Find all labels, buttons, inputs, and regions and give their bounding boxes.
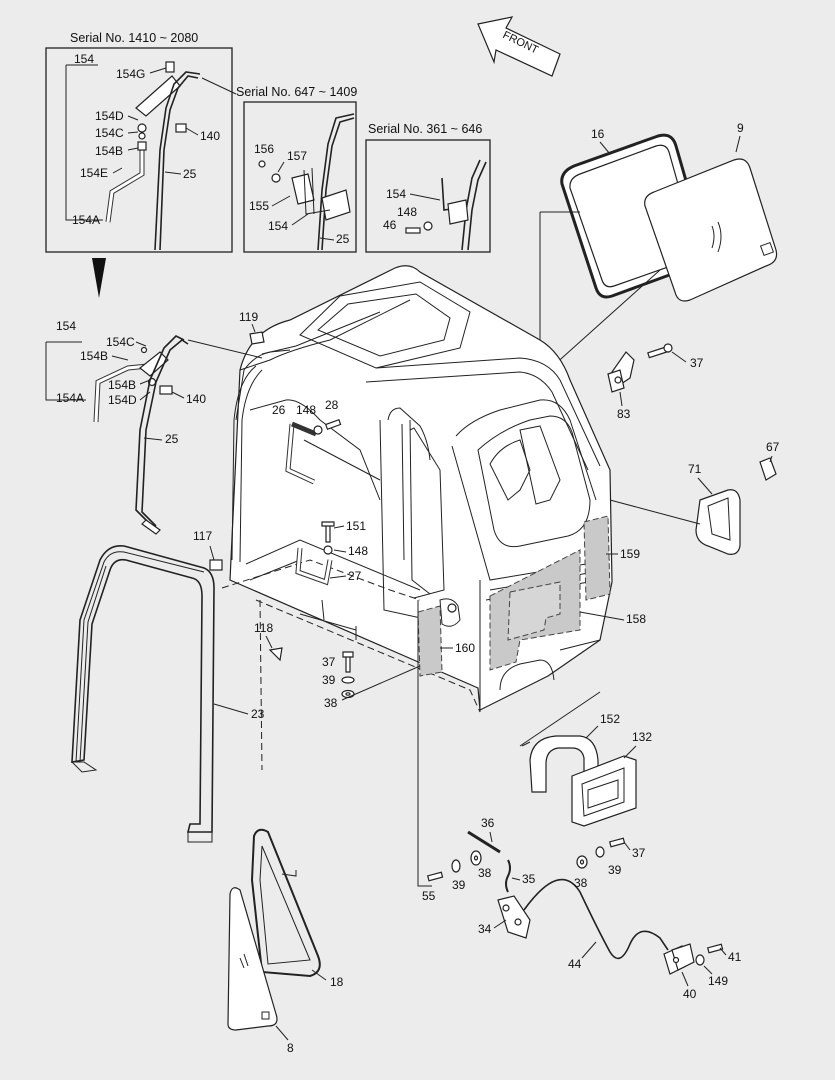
serial-647-1409-title: Serial No. 647 ~ 1409 [236, 85, 357, 99]
label-159: 159 [620, 547, 640, 561]
label-39-mid: 39 [322, 673, 336, 687]
label-154A-main: 154A [56, 391, 84, 405]
label-154B-inset1: 154B [95, 144, 123, 158]
label-8: 8 [287, 1041, 294, 1055]
label-154D-inset1: 154D [95, 109, 124, 123]
label-67: 67 [766, 440, 780, 454]
label-9: 9 [737, 121, 744, 135]
label-151: 151 [346, 519, 366, 533]
label-38-mid: 38 [324, 696, 338, 710]
label-25-main: 25 [165, 432, 179, 446]
label-35: 35 [522, 872, 536, 886]
bolt-37-group: 37 39 38 [322, 651, 421, 710]
label-36: 36 [481, 816, 495, 830]
label-154G: 154G [116, 67, 145, 81]
handle-27-assembly: 151 148 27 [295, 519, 368, 586]
label-28: 28 [325, 398, 339, 412]
label-154-inset3: 154 [386, 187, 406, 201]
label-27: 27 [348, 569, 362, 583]
handle-26: 26 148 28 [272, 398, 381, 485]
label-154-inset1: 154 [74, 52, 94, 66]
label-140-inset1: 140 [200, 129, 220, 143]
label-157: 157 [287, 149, 307, 163]
label-119: 119 [239, 310, 258, 324]
label-155: 155 [249, 199, 269, 213]
front-arrow: FRONT [477, 16, 561, 77]
label-38-right: 38 [574, 876, 588, 890]
label-16: 16 [591, 127, 605, 141]
front-rail-assembly: 154 154C 154B 154A 154B 154D 140 25 [45, 319, 263, 535]
cap-119: 119 [239, 310, 265, 345]
label-154C-inset1: 154C [95, 126, 124, 140]
panel-160 [417, 605, 443, 677]
label-40: 40 [683, 987, 697, 1001]
label-55: 55 [422, 889, 436, 903]
door-latch-assembly: 36 55 39 38 35 34 44 38 39 37 149 [417, 600, 742, 1001]
label-83: 83 [617, 407, 631, 421]
label-39-left: 39 [452, 878, 466, 892]
label-154C-main: 154C [106, 335, 135, 349]
latch-83: 37 83 [607, 343, 704, 421]
label-160: 160 [455, 641, 475, 655]
label-140-main: 140 [186, 392, 206, 406]
door-glass-8: 8 [227, 887, 294, 1055]
door-seal-23: 23 [70, 544, 265, 843]
label-117: 117 [193, 529, 212, 543]
label-23: 23 [251, 707, 265, 721]
label-37-right: 37 [632, 846, 646, 860]
label-71: 71 [688, 462, 702, 476]
serial-361-646-title: Serial No. 361 ~ 646 [368, 122, 482, 136]
window-glass-group: 16 9 [425, 121, 778, 520]
cushion-152: 152 [519, 691, 620, 793]
label-154D-main: 154D [108, 393, 137, 407]
serial-1410-2080-title: Serial No. 1410 ~ 2080 [70, 31, 198, 45]
label-148-handle26: 148 [296, 403, 316, 417]
cushion-132: 132 [571, 730, 652, 827]
panel-159 [583, 515, 611, 601]
label-158: 158 [626, 612, 646, 626]
cab-frame [221, 265, 613, 771]
inset-serial-647-1409: Serial No. 647 ~ 1409 156 157 155 154 25 [236, 85, 357, 253]
label-46: 46 [383, 218, 397, 232]
label-26: 26 [272, 403, 286, 417]
down-arrow-icon [92, 258, 106, 298]
door-window-18: 18 [250, 828, 344, 989]
label-41: 41 [728, 950, 742, 964]
label-154-main: 154 [56, 319, 76, 333]
inset-serial-1410-2080: Serial No. 1410 ~ 2080 154 154G 154D 154… [45, 31, 237, 253]
label-152: 152 [600, 712, 620, 726]
label-132: 132 [632, 730, 652, 744]
label-18: 18 [330, 975, 344, 989]
label-154A-inset1: 154A [72, 213, 100, 227]
label-154-inset2: 154 [268, 219, 288, 233]
label-149: 149 [708, 974, 728, 988]
lock-71: 67 71 [609, 440, 780, 555]
label-37-top: 37 [690, 356, 704, 370]
label-25-inset1: 25 [183, 167, 197, 181]
label-39-right: 39 [608, 863, 622, 877]
label-44: 44 [568, 957, 582, 971]
label-34: 34 [478, 922, 492, 936]
label-38-left: 38 [478, 866, 492, 880]
label-156: 156 [254, 142, 274, 156]
label-154E: 154E [80, 166, 108, 180]
clip-118: 118 [254, 621, 283, 662]
label-37-mid: 37 [322, 655, 336, 669]
label-154B-main-lower: 154B [108, 378, 136, 392]
inset-serial-361-646: Serial No. 361 ~ 646 154 148 46 [365, 122, 491, 253]
clip-117: 117 [193, 529, 223, 571]
label-118: 118 [254, 621, 273, 635]
label-25-inset2: 25 [336, 232, 350, 246]
label-148-handle27: 148 [348, 544, 368, 558]
label-154B-main: 154B [80, 349, 108, 363]
label-148-inset3: 148 [397, 205, 417, 219]
